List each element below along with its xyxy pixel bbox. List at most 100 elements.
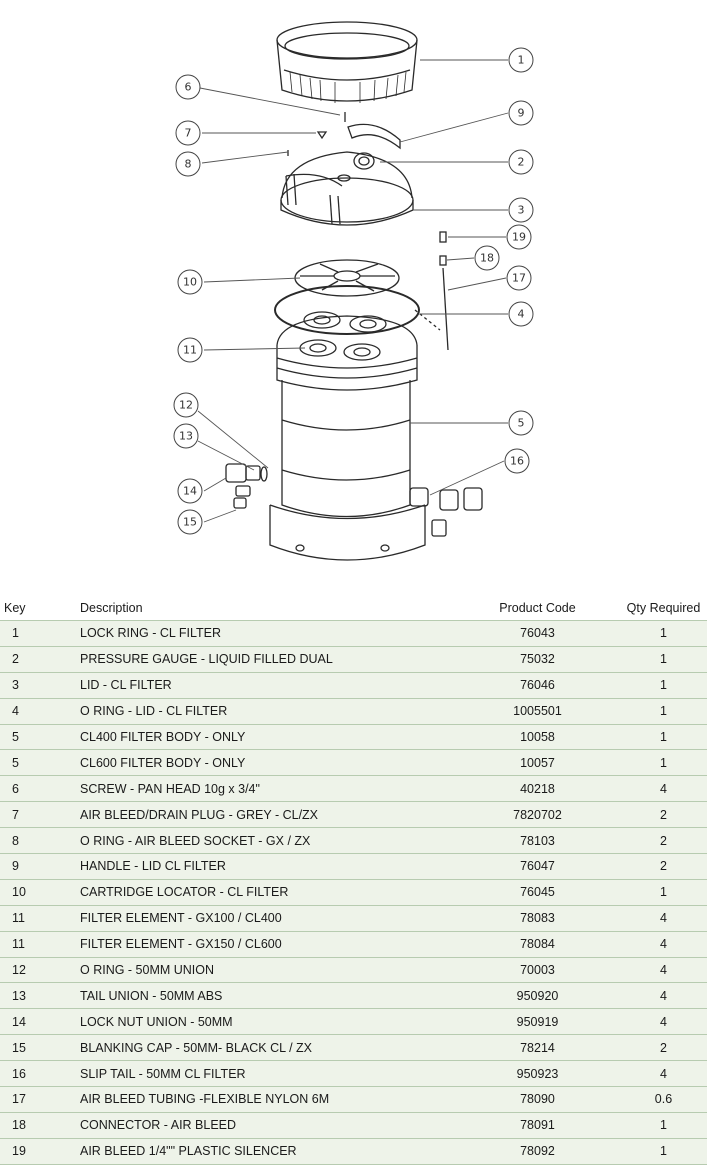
header-qty-required: Qty Required bbox=[626, 601, 701, 615]
cell-description: AIR BLEED 1/4"" PLASTIC SILENCER bbox=[80, 1144, 297, 1159]
cell-description: LOCK RING - CL FILTER bbox=[80, 626, 221, 641]
cell-key: 11 bbox=[12, 937, 25, 952]
cell-description: CL400 FILTER BODY - ONLY bbox=[80, 730, 246, 744]
cell-key: 9 bbox=[12, 859, 19, 874]
cell-description: O RING - AIR BLEED SOCKET - GX / ZX bbox=[80, 833, 311, 848]
callout-1 bbox=[508, 47, 534, 73]
cell-qty: 1 bbox=[660, 626, 667, 641]
table-row: 11 FILTER ELEMENT - GX150 / CL600 78084 4 bbox=[0, 931, 707, 958]
cell-qty: 4 bbox=[660, 988, 667, 1003]
cell-description: FILTER ELEMENT - GX100 / CL400 bbox=[80, 911, 282, 926]
callout-5 bbox=[508, 410, 534, 436]
cell-key: 19 bbox=[12, 1144, 26, 1159]
svg-text:18: 18 bbox=[480, 252, 494, 265]
lid-part bbox=[280, 151, 414, 226]
svg-text:13: 13 bbox=[179, 430, 193, 443]
callout-16 bbox=[504, 448, 530, 474]
cell-key: 17 bbox=[12, 1092, 26, 1107]
cell-product-code: 78083 bbox=[520, 911, 555, 926]
filter-elements-part bbox=[299, 311, 387, 361]
cell-product-code: 78090 bbox=[520, 1092, 555, 1107]
cell-description: AIR BLEED/DRAIN PLUG - GREY - CL/ZX bbox=[80, 807, 319, 822]
callout-7 bbox=[175, 120, 201, 146]
svg-text:5: 5 bbox=[518, 417, 525, 430]
svg-text:1: 1 bbox=[518, 54, 525, 67]
cell-key: 8 bbox=[12, 833, 19, 848]
svg-text:16: 16 bbox=[510, 455, 524, 468]
cell-description: CARTRIDGE LOCATOR - CL FILTER bbox=[80, 885, 289, 900]
cell-key: 12 bbox=[12, 963, 26, 978]
callout-17 bbox=[506, 265, 532, 291]
cell-qty: 4 bbox=[660, 911, 667, 926]
svg-text:7: 7 bbox=[185, 127, 192, 140]
cell-description: LID - CL FILTER bbox=[80, 678, 172, 693]
cell-qty: 4 bbox=[660, 937, 667, 952]
cell-description: FILTER ELEMENT - GX150 / CL600 bbox=[80, 937, 282, 952]
cell-qty: 1 bbox=[660, 1118, 667, 1133]
cell-description: SCREW - PAN HEAD 10g x 3/4" bbox=[80, 781, 260, 796]
cell-product-code: 40218 bbox=[520, 781, 555, 796]
cell-description: TAIL UNION - 50MM ABS bbox=[80, 988, 223, 1003]
table-header-row: Key Description Product Code Qty Require… bbox=[0, 596, 707, 621]
svg-text:10: 10 bbox=[183, 276, 197, 289]
cell-qty: 1 bbox=[660, 755, 667, 770]
cell-key: 10 bbox=[12, 885, 26, 900]
cell-qty: 1 bbox=[660, 1144, 667, 1159]
svg-text:6: 6 bbox=[185, 81, 192, 94]
table-row: 10 CARTRIDGE LOCATOR - CL FILTER 76045 1 bbox=[0, 879, 707, 906]
svg-text:19: 19 bbox=[512, 231, 526, 244]
cell-product-code: 75032 bbox=[520, 652, 555, 667]
svg-text:9: 9 bbox=[518, 107, 525, 120]
cell-description: CL600 FILTER BODY - ONLY bbox=[80, 755, 246, 770]
callout-19 bbox=[506, 224, 532, 250]
exploded-parts-diagram: 1 2 3 4 5 6 7 8 9 10 11 12 13 14 15 16 1… bbox=[173, 21, 534, 561]
cell-qty: 4 bbox=[660, 1066, 667, 1081]
cell-key: 13 bbox=[12, 988, 26, 1003]
cell-product-code: 10058 bbox=[520, 730, 555, 744]
cell-product-code: 1005501 bbox=[513, 704, 562, 719]
table-row: 5 CL400 FILTER BODY - ONLY 10058 1 bbox=[0, 724, 707, 750]
cell-key: 7 bbox=[12, 807, 19, 822]
cell-product-code: 76045 bbox=[520, 885, 555, 900]
cell-qty: 1 bbox=[660, 885, 667, 900]
cell-qty: 0.6 bbox=[654, 1092, 673, 1107]
filter-body-part bbox=[269, 315, 426, 561]
svg-text:8: 8 bbox=[185, 158, 192, 171]
svg-text:14: 14 bbox=[183, 485, 197, 498]
svg-text:3: 3 bbox=[518, 204, 525, 217]
header-key: Key bbox=[4, 601, 26, 615]
table-row: 11 FILTER ELEMENT - GX100 / CL400 78083 4 bbox=[0, 905, 707, 932]
callout-12 bbox=[173, 392, 199, 418]
callout-8 bbox=[175, 151, 201, 177]
cartridge-locator-part bbox=[294, 259, 400, 297]
cell-key: 11 bbox=[12, 911, 25, 926]
cell-product-code: 78084 bbox=[520, 937, 555, 952]
cell-description: O RING - 50MM UNION bbox=[80, 963, 215, 978]
callout-2 bbox=[508, 149, 534, 175]
callout-9 bbox=[508, 100, 534, 126]
cell-description: CONNECTOR - AIR BLEED bbox=[80, 1118, 237, 1133]
callout-3 bbox=[508, 197, 534, 223]
callout-10 bbox=[177, 269, 203, 295]
cell-qty: 1 bbox=[660, 678, 667, 693]
cell-description: HANDLE - LID CL FILTER bbox=[80, 859, 226, 874]
cell-key: 5 bbox=[12, 755, 19, 770]
callout-4 bbox=[508, 301, 534, 327]
cell-key: 5 bbox=[12, 730, 19, 744]
cell-product-code: 950923 bbox=[516, 1066, 559, 1081]
cell-qty: 1 bbox=[660, 730, 667, 744]
cell-product-code: 76043 bbox=[520, 626, 555, 641]
